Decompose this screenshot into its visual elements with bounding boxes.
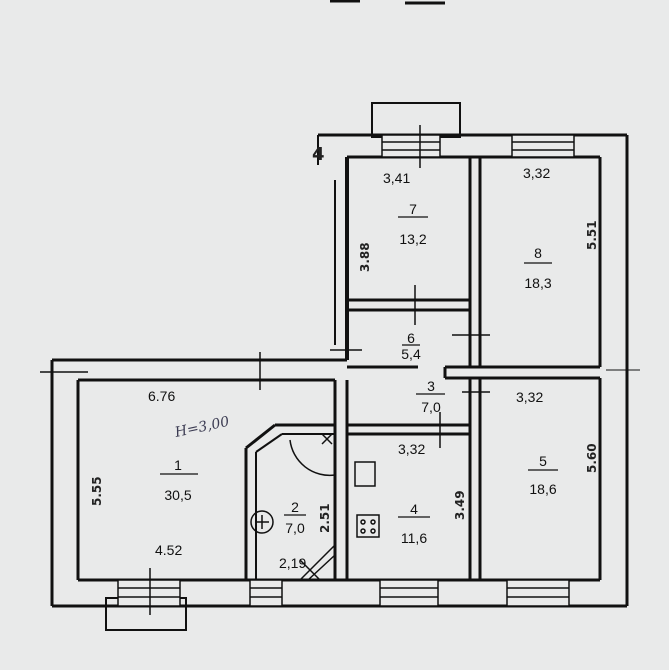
window-room7 [381,134,441,158]
dim-332-right: 3,32 [516,389,543,405]
room-6-area: 5,4 [401,346,421,362]
room-1-area: 30,5 [164,487,191,503]
room-1-number: 1 [174,457,182,473]
room-2-number: 2 [291,499,299,515]
room-8-area: 18,3 [524,275,551,291]
door-marks [40,125,640,615]
corner-mark: 4 [312,144,325,165]
dim-551: 5.51 [585,220,599,250]
dim-219: 2,19 [279,555,306,571]
dim-452: 4.52 [155,542,182,558]
dim-676: 6.76 [148,388,175,404]
dimension-labels: 3,41 3,32 3.88 5.51 6.76 3,32 3,32 5.55 … [90,165,599,571]
window-room5 [506,579,570,607]
dim-251: 2.51 [318,503,332,533]
stove-icon [354,461,376,487]
room-7-number: 7 [409,201,417,217]
sink-icon [356,514,380,538]
window-room2 [249,579,283,607]
dim-388: 3.88 [358,242,372,272]
dim-560: 5.60 [585,443,599,473]
room-3-number: 3 [427,378,435,394]
room-7-area: 13,2 [399,231,426,247]
window-room8 [511,134,575,158]
room-8-number: 8 [534,245,542,261]
window-room4 [379,579,439,607]
interior-walls [244,157,600,580]
room-6-number: 6 [407,330,415,346]
toilet-icon [250,510,274,534]
windows [117,134,575,607]
dim-349: 3.49 [453,490,467,520]
dim-332-mid: 3,32 [398,441,425,457]
area-fraction-lines [160,216,558,518]
door-swing-arc [289,439,336,477]
dim-341: 3,41 [383,170,410,186]
room-2-area: 7,0 [285,520,305,536]
room-4-number: 4 [410,501,418,517]
room-5-area: 18,6 [529,481,556,497]
window-room1 [117,579,181,607]
fixtures [250,433,380,581]
room-3-area: 7,0 [421,399,441,415]
header-remnant [330,0,445,5]
dim-332-top: 3,32 [523,165,550,181]
dim-555: 5.55 [90,476,104,506]
room-5-number: 5 [539,453,547,469]
room-labels: 7 13,2 8 18,3 6 5,4 3 7,0 1 30,5 2 7,0 4… [164,201,556,546]
room-4-area: 11,6 [401,530,427,546]
